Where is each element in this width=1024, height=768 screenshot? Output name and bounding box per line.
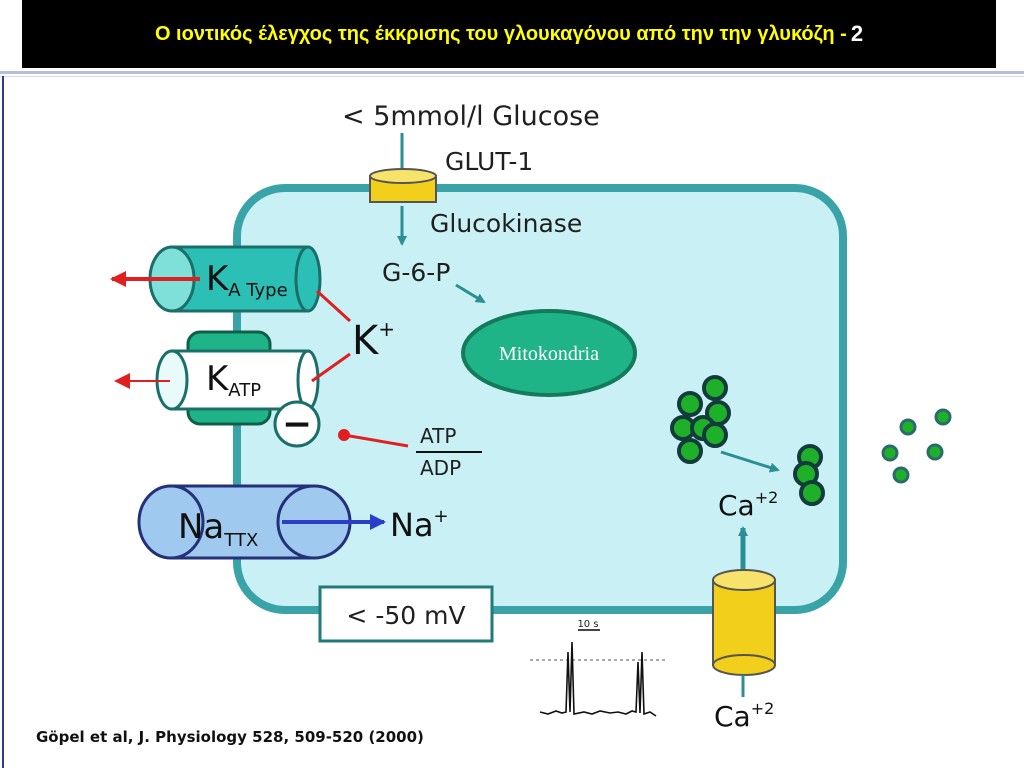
katp-channel [155,330,320,426]
na-ttx-sub: TTX [223,530,258,551]
glut1-label: GLUT-1 [445,147,533,176]
atp-label: ATP [420,424,456,448]
ka-type-sub: A Type [228,280,287,301]
glut1-transporter [369,168,437,203]
voltage-label: < -50 mV [346,601,465,630]
released-granules [881,408,952,484]
k-to-ka-connector [315,289,352,323]
glucokinase-label: Glucokinase [430,209,582,238]
ca-out-main: Ca [714,700,751,733]
glucose-label: < 5mmol/l Glucose [342,101,600,132]
voltage-trace: 10 s [530,619,668,717]
docked-granules [793,444,825,506]
slide-number: 2 [850,21,864,46]
na-ion-label: Na+ [390,506,449,544]
ca-channel [712,569,776,676]
g6p-arrow [455,283,486,304]
ca-out-sup: +2 [751,699,775,718]
header-rule [0,71,1024,74]
g6p-label: G-6-P [382,258,450,287]
k-ion-main: K [352,318,380,364]
voltage-box [318,585,494,643]
na-ttx-channel [137,484,352,560]
header-rule-thin [0,76,1024,77]
ka-type-main: K [206,259,230,299]
katp-sub: ATP [228,380,261,401]
ca-out-label: Ca+2 [714,699,774,733]
k-ion-label: K+ [352,317,395,364]
katp-label: KATP [206,359,261,401]
ca-in-sup: +2 [755,488,779,507]
katp-inhibition-circle [273,400,321,448]
granule-cluster [670,375,731,464]
trace-scale-label: 10 s [577,619,598,630]
ca-in-main: Ca [718,489,755,522]
minus-sign: − [282,404,312,445]
ca-in-label: Ca+2 [718,488,778,522]
slide-title: Ο ιοντικός έλεγχος της έκκρισης του γλου… [154,22,847,45]
mitochondria-label: Mitokondria [499,343,599,365]
ka-type-label: KA Type [206,259,288,301]
citation: Göpel et al, J. Physiology 528, 509-520 … [36,728,424,746]
left-border [2,76,4,768]
mitochondria [461,309,637,397]
atp-inhibition-line [343,433,409,448]
k-to-katp-connector [311,352,351,383]
k-ion-sup: + [378,317,395,341]
title-bar: Ο ιοντικός έλεγχος της έκκρισης του γλου… [22,0,996,68]
granule-transport-arrow [720,450,780,473]
na-ion-main: Na [390,506,434,544]
na-ion-sup: + [434,506,449,527]
na-ttx-main: Na [178,507,224,547]
katp-main: K [206,359,230,399]
adp-label: ADP [420,456,461,480]
na-ttx-label: NaTTX [178,507,258,551]
